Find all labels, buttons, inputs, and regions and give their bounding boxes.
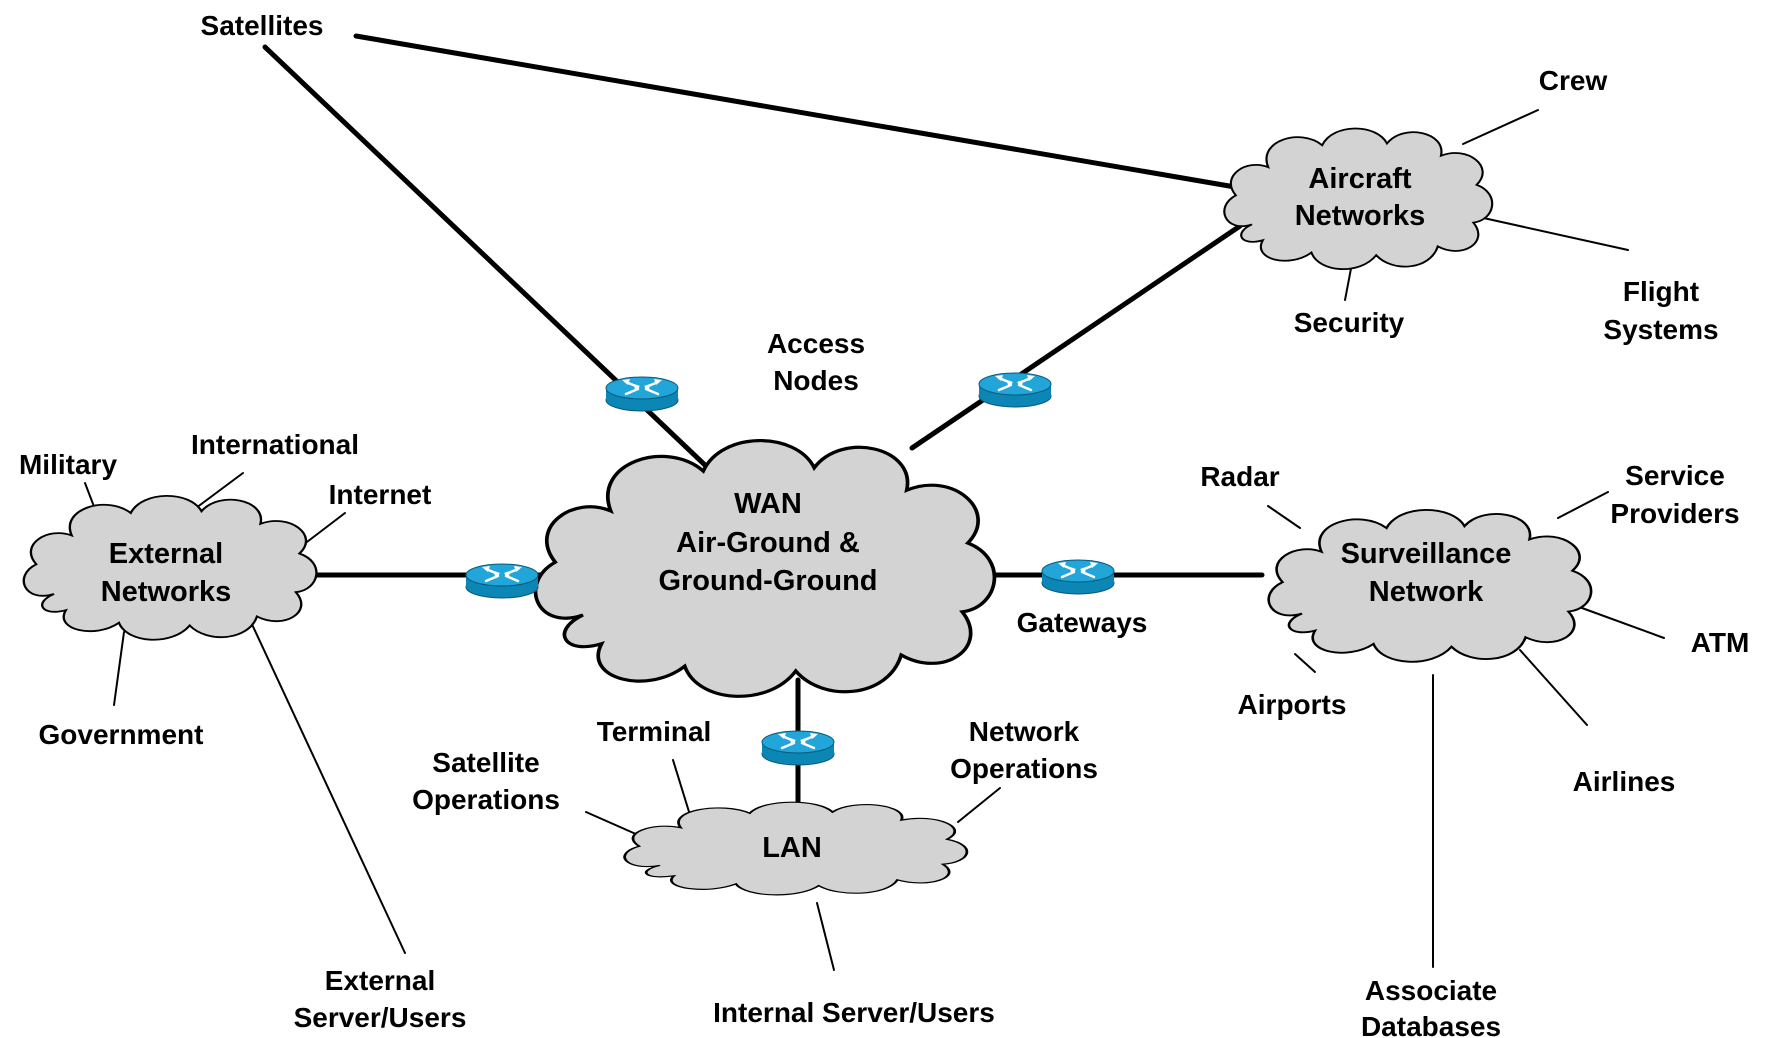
external-networks-label-1: External xyxy=(109,538,223,570)
international-label: International xyxy=(191,429,359,460)
aircraft-cloud xyxy=(1223,127,1494,270)
spoke-links xyxy=(84,109,1665,971)
spoke-internal-server-users xyxy=(816,902,835,971)
gateways-label: Gateways xyxy=(1017,607,1148,638)
service-providers-label-2: Providers xyxy=(1610,498,1739,529)
external-server-users-label-1: External xyxy=(325,965,436,996)
aircraft-networks-label-2: Networks xyxy=(1295,200,1426,232)
router-icon xyxy=(464,562,540,600)
spoke-internet xyxy=(302,512,346,546)
associate-databases-label-1: Associate xyxy=(1365,975,1497,1006)
spoke-airports xyxy=(1294,653,1316,673)
associate-databases-label-2: Databases xyxy=(1361,1011,1501,1038)
radar-label: Radar xyxy=(1200,461,1279,492)
spoke-government xyxy=(113,631,125,706)
router-icon xyxy=(604,375,680,413)
satellites-label: Satellites xyxy=(201,10,324,41)
router-icon xyxy=(1040,558,1116,596)
spoke-flight-systems xyxy=(1469,214,1629,251)
military-label: Military xyxy=(19,449,117,480)
satellite-operations-label-1: Satellite xyxy=(432,747,539,778)
lan-label: LAN xyxy=(762,832,822,864)
external-networks-label-2: Networks xyxy=(101,576,232,608)
terminal-label: Terminal xyxy=(597,716,712,747)
wan-subtitle-2: Ground-Ground xyxy=(658,565,877,597)
wan-subtitle-1: Air-Ground & xyxy=(676,527,860,559)
wan-cloud xyxy=(533,439,997,698)
link-satellites-aircraft xyxy=(353,33,1238,190)
airports-label: Airports xyxy=(1238,689,1347,720)
aircraft-networks-label-1: Aircraft xyxy=(1308,163,1411,195)
network-operations-label-1: Network xyxy=(969,716,1080,747)
atm-label: ATM xyxy=(1691,627,1750,658)
router-icon xyxy=(760,729,836,767)
government-label: Government xyxy=(39,719,204,750)
access-nodes-label-2: Nodes xyxy=(773,365,859,396)
lan-cloud xyxy=(623,801,969,896)
spoke-crew xyxy=(1462,109,1539,145)
internet-label: Internet xyxy=(329,479,432,510)
security-label: Security xyxy=(1294,307,1405,338)
spoke-network-operations xyxy=(957,787,1001,823)
flight-systems-label-2: Systems xyxy=(1603,314,1718,345)
surveillance-network-label-1: Surveillance xyxy=(1341,538,1512,570)
surveillance-network-label-2: Network xyxy=(1369,576,1484,608)
spoke-airlines xyxy=(1519,649,1588,726)
airlines-label: Airlines xyxy=(1573,766,1676,797)
flight-systems-label-1: Flight xyxy=(1623,276,1699,307)
access-nodes-label-1: Access xyxy=(767,328,865,359)
surveillance-cloud xyxy=(1267,509,1593,663)
spoke-external-server-users xyxy=(249,619,406,954)
wan-title: WAN xyxy=(734,488,802,520)
spoke-international xyxy=(195,472,244,509)
network-operations-label-2: Operations xyxy=(950,753,1098,784)
spoke-terminal xyxy=(672,759,691,816)
crew-label: Crew xyxy=(1539,65,1608,96)
external-cloud xyxy=(22,495,318,641)
spoke-atm xyxy=(1581,607,1665,639)
spoke-service-providers xyxy=(1557,491,1609,519)
internal-server-users-label: Internal Server/Users xyxy=(713,997,995,1028)
link-aircraft-access-node xyxy=(909,223,1243,451)
router-icon xyxy=(977,371,1053,409)
spoke-radar xyxy=(1267,505,1301,529)
satellite-operations-label-2: Operations xyxy=(412,784,560,815)
service-providers-label-1: Service xyxy=(1625,460,1725,491)
external-server-users-label-2: Server/Users xyxy=(294,1002,467,1033)
